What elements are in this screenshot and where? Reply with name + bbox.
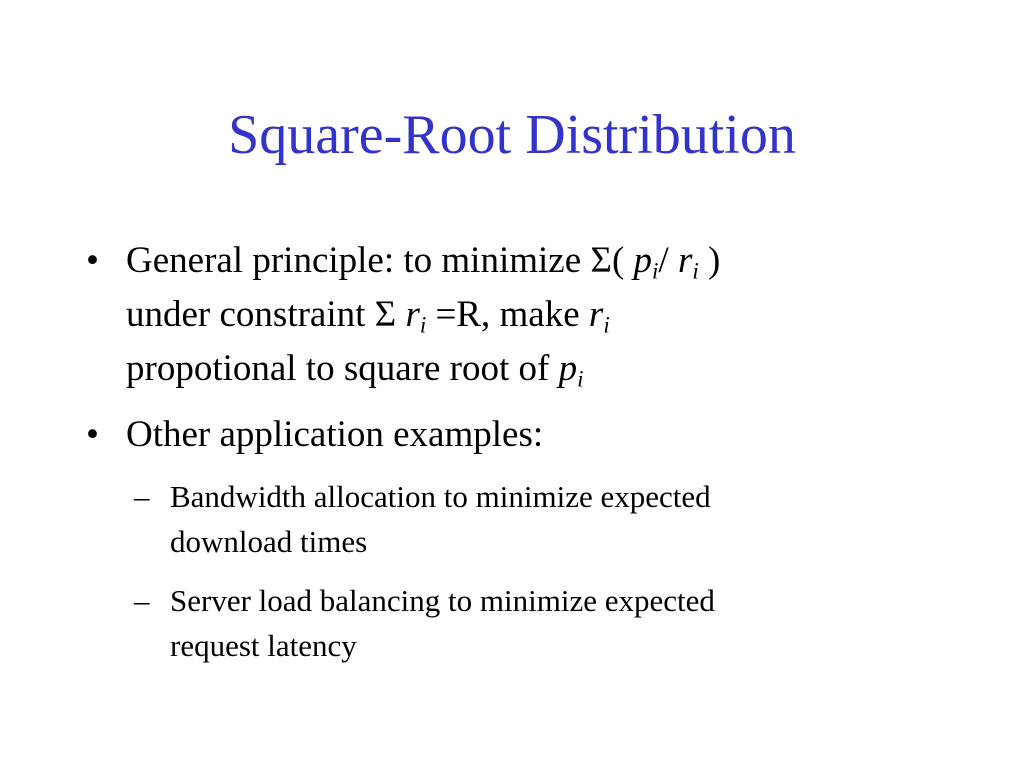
bullet-general-principle: • General principle: to minimize Σ( pi/ … — [86, 234, 946, 396]
dash-marker: – — [134, 479, 150, 514]
text-segment: under constraint — [126, 294, 375, 335]
bullet-marker: • — [86, 240, 99, 281]
subitem-server-load-balancing: – Server load balancing to minimize expe… — [134, 578, 946, 668]
bullet-marker: • — [86, 414, 99, 455]
variable-p: p — [633, 240, 653, 281]
text-segment: ) — [698, 240, 721, 281]
sigma-symbol: Σ — [590, 240, 612, 281]
subscript-i: i — [419, 312, 427, 338]
subitem-line: Bandwidth allocation to minimize expecte… — [170, 479, 711, 514]
subitem-line: Server load balancing to minimize expect… — [170, 583, 715, 618]
text-segment: ( — [611, 240, 634, 281]
variable-r: r — [677, 240, 693, 281]
slide-body: • General principle: to minimize Σ( pi/ … — [86, 234, 946, 682]
bullet-line: under constraint Σ ri =R, make ri — [126, 288, 946, 342]
variable-r: r — [588, 294, 604, 335]
subscript-i: i — [652, 258, 659, 284]
subscript-i: i — [603, 312, 610, 338]
text-segment: / — [658, 240, 678, 281]
text-segment: General principle: to minimize — [126, 240, 591, 281]
bullet-other-examples: • Other application examples: — [86, 408, 946, 462]
subitem-line: download times — [170, 524, 368, 559]
subitem-bandwidth-allocation: – Bandwidth allocation to minimize expec… — [134, 474, 946, 564]
dash-marker: – — [134, 583, 150, 618]
variable-r: r — [405, 294, 420, 335]
bullet-line: propotional to square root of pi — [126, 342, 946, 396]
subscript-i: i — [577, 366, 584, 392]
bullet-line: Other application examples: — [126, 414, 544, 455]
sigma-symbol: Σ — [374, 294, 397, 335]
slide-title: Square-Root Distribution — [228, 104, 796, 166]
variable-p: p — [558, 348, 578, 389]
subscript-i: i — [692, 258, 699, 284]
text-segment: =R, make — [426, 294, 589, 335]
text-segment: propotional to square root of — [126, 348, 559, 389]
bullet-line: General principle: to minimize Σ( pi/ ri… — [126, 234, 946, 288]
subitem-line: request latency — [170, 628, 357, 663]
